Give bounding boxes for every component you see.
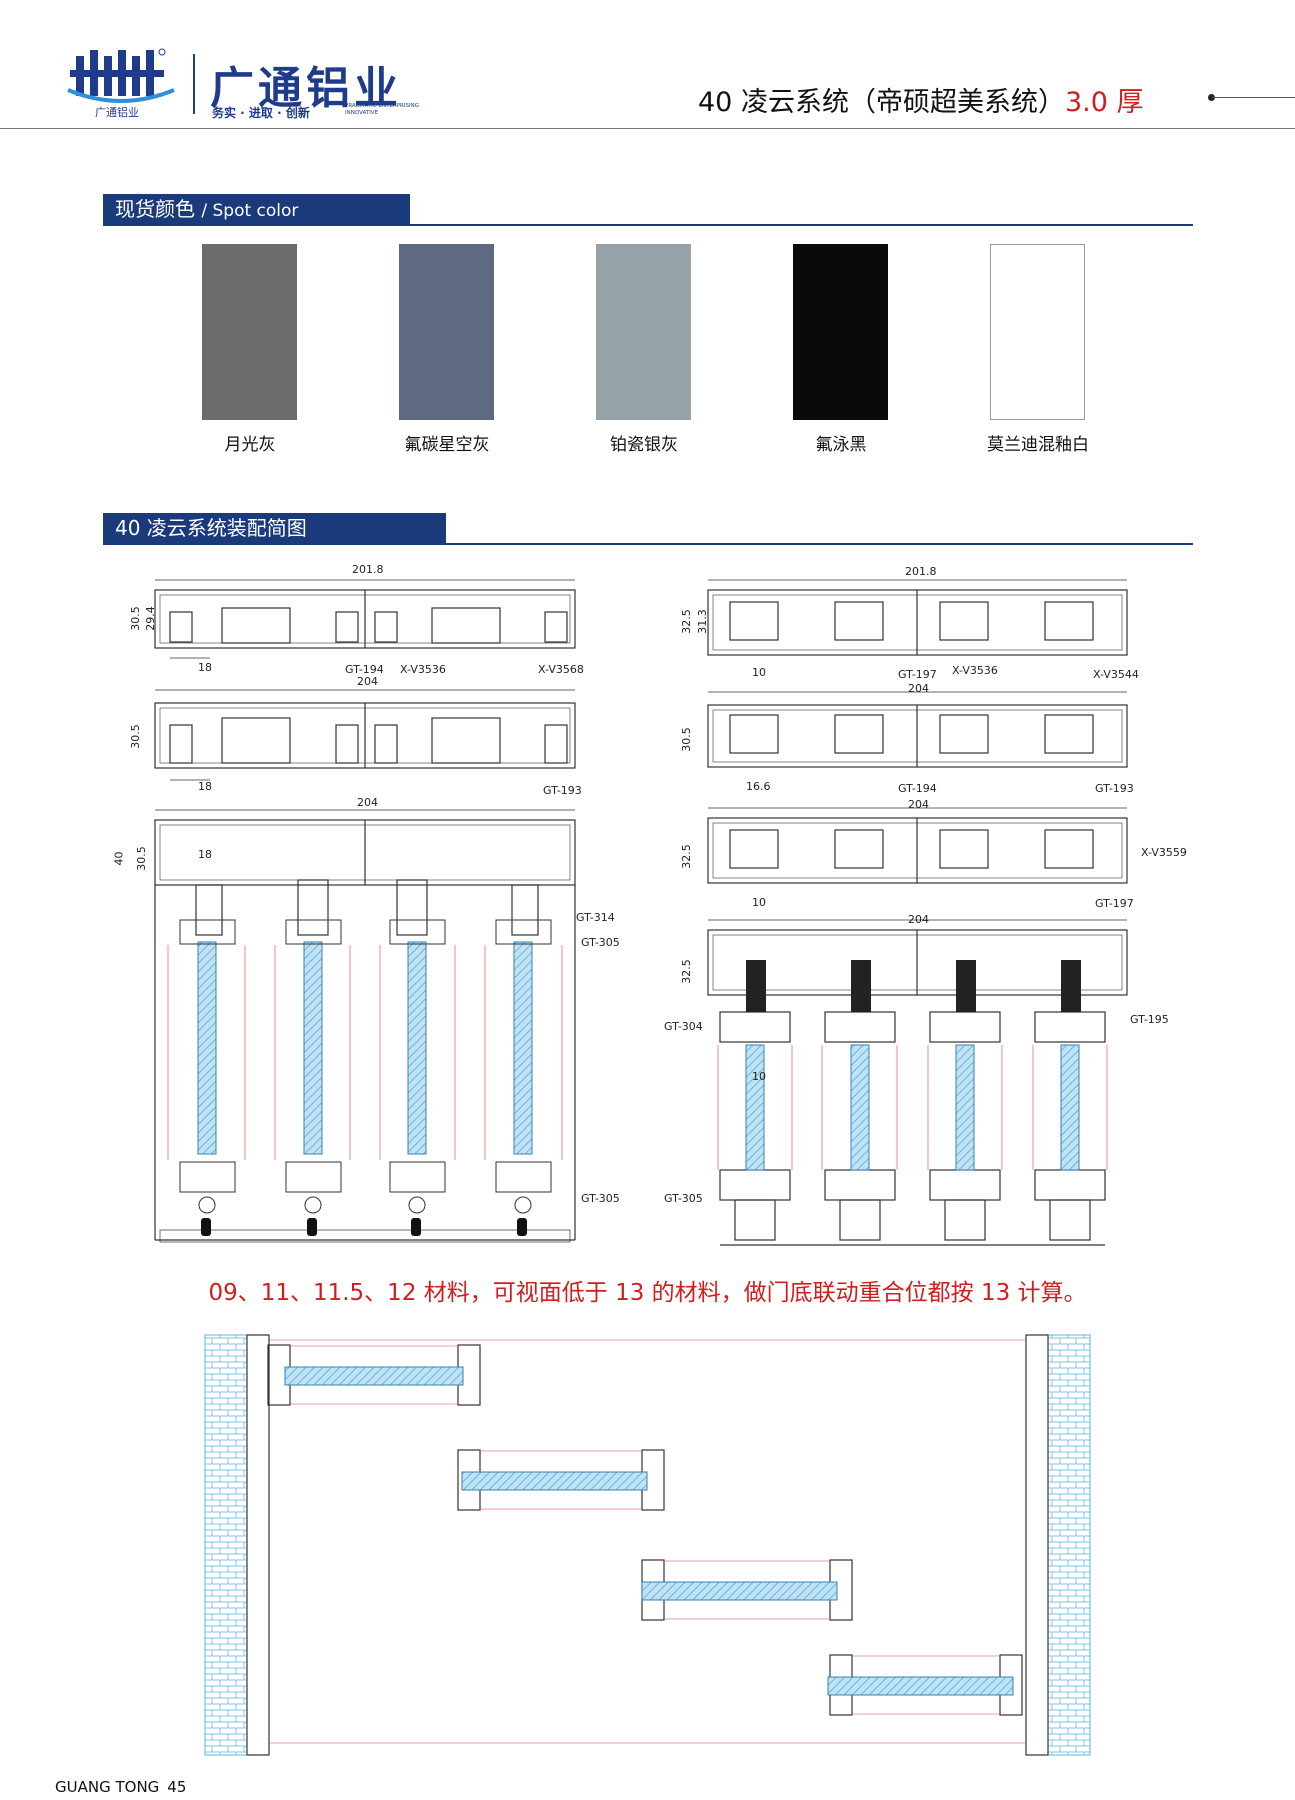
part-label: GT-314 (576, 911, 615, 924)
swatch-label: 月光灰 (224, 435, 276, 455)
color-swatch (793, 244, 888, 420)
dim-offset: 16.6 (746, 780, 771, 793)
part-label: GT-194 (345, 663, 384, 676)
part-label: X-V3544 (1093, 668, 1139, 681)
swatch-label: 氟碳星空灰 (404, 435, 490, 455)
dim-height: 31.3 (695, 609, 709, 634)
color-swatch (596, 244, 691, 420)
assembly-drawings (154, 579, 1128, 1246)
dim-height: 40 (112, 851, 126, 866)
title-marker-dot (1208, 94, 1215, 101)
part-label: GT-195 (1130, 1013, 1169, 1026)
dim-offset: 10 (752, 1070, 766, 1083)
part-label: GT-305 (581, 936, 620, 949)
dim-height: 32.5 (679, 609, 693, 634)
swatch-label: 氟泳黑 (815, 435, 867, 455)
section-heading-en: / Spot color (201, 201, 299, 221)
dim-offset: 10 (752, 666, 766, 679)
dim-offset: 18 (198, 780, 212, 793)
section-heading-colors: 现货颜色 / Spot color (103, 194, 410, 225)
dim-height: 32.5 (679, 959, 693, 984)
part-label: X-V3536 (400, 663, 446, 676)
dim-height: 30.5 (128, 724, 142, 749)
part-label: GT-305 (664, 1192, 703, 1205)
dim-height: 30.5 (679, 727, 693, 752)
dim-offset: 10 (752, 896, 766, 909)
title-main: 40 凌云系统（帝硕超美系统） (698, 87, 1065, 118)
section-rule (103, 543, 1193, 545)
footer-brand: GUANG TONG (55, 1778, 160, 1796)
section-heading-text: 现货颜色 (115, 197, 195, 221)
part-label: GT-197 (898, 668, 937, 681)
dim-width: 201.8 (905, 565, 937, 578)
section-heading-text: 40 凌云系统装配简图 (115, 516, 307, 540)
dim-height: 30.5 (128, 606, 142, 631)
part-label: GT-305 (581, 1192, 620, 1205)
material-notice: 09、11、11.5、12 材料，可视面低于 13 的材料，做门底联动重合位都按… (208, 1280, 1087, 1306)
part-label: X-V3568 (538, 663, 584, 676)
part-label: X-V3536 (952, 664, 998, 677)
title-marker-line (1212, 97, 1295, 98)
brand-divider (193, 54, 195, 114)
section-rule (103, 224, 1193, 226)
brand-name: 广通铝业 (210, 63, 402, 114)
color-swatch (202, 244, 297, 420)
color-swatch (990, 244, 1085, 420)
dim-height: 29.4 (143, 606, 157, 631)
page-title: 40 凌云系统（帝硕超美系统）3.0 厚 (698, 80, 1143, 119)
company-logo (67, 48, 175, 103)
brand-slogan: 务实 · 进取 · 创新 (212, 106, 310, 120)
dim-width: 204 (908, 913, 929, 926)
dim-width: 204 (357, 796, 378, 809)
part-label: GT-194 (898, 782, 937, 795)
part-label: GT-193 (1095, 782, 1134, 795)
dim-offset: 18 (198, 848, 212, 861)
dim-width: 204 (908, 682, 929, 695)
dim-width: 201.8 (352, 563, 384, 576)
swatch-label: 莫兰迪混釉白 (987, 435, 1089, 455)
part-label: GT-193 (543, 784, 582, 797)
page-footer: GUANG TONG 45 (55, 1778, 186, 1796)
part-label: GT-304 (664, 1020, 703, 1033)
logo-caption: 广通铝业 (95, 106, 139, 119)
page-number: 45 (167, 1778, 187, 1796)
dim-height: 32.5 (679, 844, 693, 869)
color-swatch (399, 244, 494, 420)
dim-width: 204 (357, 675, 378, 688)
swatch-label: 铂瓷银灰 (610, 435, 678, 455)
brand-slogan-en: PRAGMATIC ENTERPRISING INNOVATIVE (345, 103, 419, 116)
title-thickness: 3.0 厚 (1064, 87, 1144, 118)
dim-width: 204 (908, 798, 929, 811)
dim-offset: 18 (198, 661, 212, 674)
part-label: X-V3559 (1141, 846, 1187, 859)
header-rule (0, 128, 1295, 129)
part-label: GT-197 (1095, 897, 1134, 910)
plan-view-drawing (204, 1334, 1091, 1756)
dim-height: 30.5 (134, 846, 148, 871)
section-heading-assembly: 40 凌云系统装配简图 (103, 513, 446, 544)
